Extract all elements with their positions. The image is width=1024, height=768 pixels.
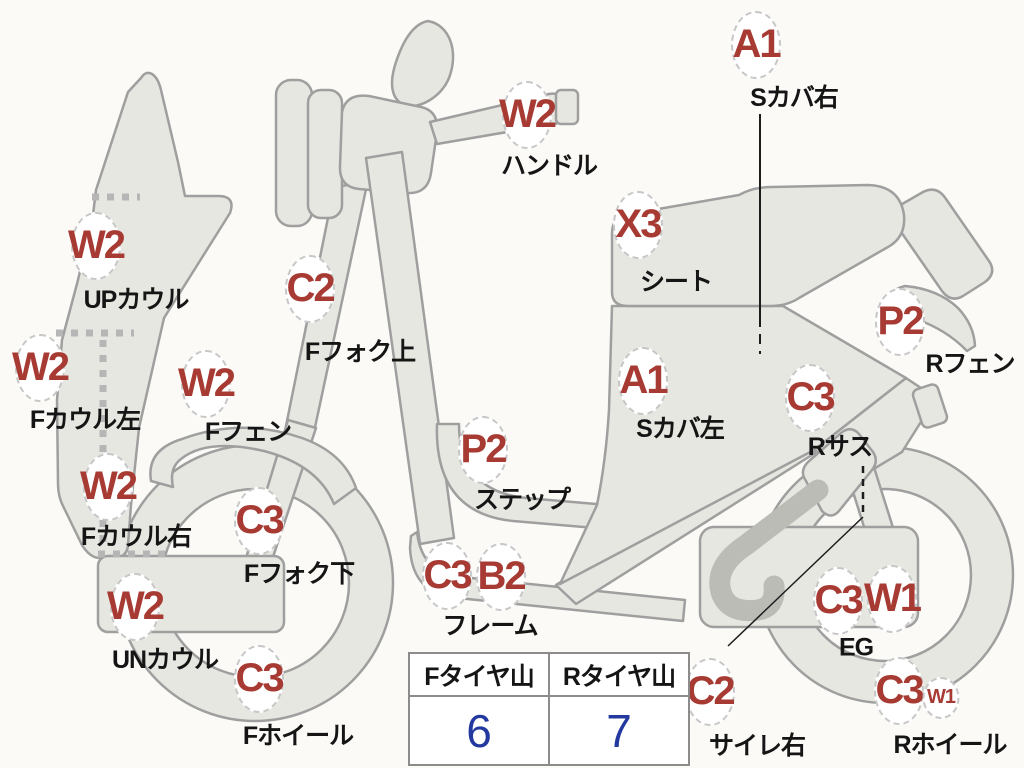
part-label-s-cover-left: Sカバ左 (636, 415, 725, 443)
damage-code-frame: C3 (422, 542, 473, 610)
part-label-s-cover-right: Sカバ右 (750, 84, 839, 112)
damage-code-engine: W1 (864, 565, 922, 633)
part-label-frame: フレーム (442, 612, 538, 640)
handle-body-shape (338, 94, 439, 195)
damage-code-front-fender: W2 (178, 350, 236, 418)
tire-tread-table: Fタイヤ山 Rタイヤ山 6 7 (408, 652, 690, 766)
frame-downtube-shape (364, 150, 456, 546)
front-tire-tread-value: 6 (408, 695, 550, 766)
front-tire-tread-header: Fタイヤ山 (408, 652, 550, 697)
damage-code-front-fork-upper: C2 (285, 255, 336, 323)
part-label-step: ステップ (473, 486, 571, 514)
damage-code-front-wheel: C3 (234, 645, 285, 713)
part-label-handlebar: ハンドル (500, 152, 598, 180)
damage-code-step: P2 (458, 416, 508, 484)
pointer-lines (727, 114, 865, 647)
part-label-upper-cowl: UPカウル (83, 286, 190, 314)
part-label-front-fork-lower: Fフォク下 (243, 560, 355, 588)
part-label-front-cowl-left: Fカウル左 (29, 406, 141, 434)
muffler-shape (709, 479, 829, 622)
damage-code-frame: B2 (476, 543, 527, 611)
part-label-seat: シート (639, 268, 713, 296)
damage-code-s-cover-left: A1 (618, 347, 669, 415)
damage-code-rear-suspension: C3 (785, 364, 836, 432)
cowl-fold-lines (56, 193, 170, 558)
part-label-silencer-right: サイレ右 (708, 732, 806, 760)
part-label-rear-fender: Rフェン (925, 350, 1015, 378)
damage-code-upper-cowl: W2 (68, 212, 126, 280)
part-label-front-fender: Fフェン (204, 418, 292, 446)
damage-code-seat: X3 (613, 191, 663, 259)
front-fender-shape (149, 426, 358, 506)
rear-tire-tread-header: Rタイヤ山 (548, 652, 690, 697)
damage-code-silencer-right: C2 (685, 658, 736, 726)
damage-code-rear-fender: P2 (875, 288, 925, 356)
part-label-front-wheel: Fホイール (242, 722, 354, 750)
damage-code-handlebar: W2 (499, 81, 557, 149)
damage-code-s-cover-right: A1 (731, 11, 782, 79)
damage-code-front-fork-lower: C3 (234, 487, 285, 555)
damage-code-front-cowl-left: W2 (12, 334, 70, 402)
part-label-engine: EG (838, 633, 874, 662)
rear-tire-tread-value: 7 (548, 695, 690, 766)
part-label-front-cowl-right: Fカウル右 (80, 523, 192, 551)
damage-code-front-cowl-right: W2 (80, 453, 138, 521)
seat-shape (610, 183, 906, 308)
damage-code-engine: C3 (813, 567, 864, 635)
damage-code-rear-wheel: W1 (922, 677, 960, 719)
part-label-rear-wheel: Rホイール (893, 731, 1007, 759)
part-label-front-fork-upper: Fフォク上 (304, 338, 416, 366)
silencer-pointer (727, 516, 864, 647)
part-label-under-cowl: UNカウル (111, 646, 219, 674)
damage-code-under-cowl: W2 (107, 573, 165, 641)
damage-code-rear-wheel: C3 (874, 657, 925, 725)
part-label-rear-suspension: Rサス (807, 433, 874, 461)
